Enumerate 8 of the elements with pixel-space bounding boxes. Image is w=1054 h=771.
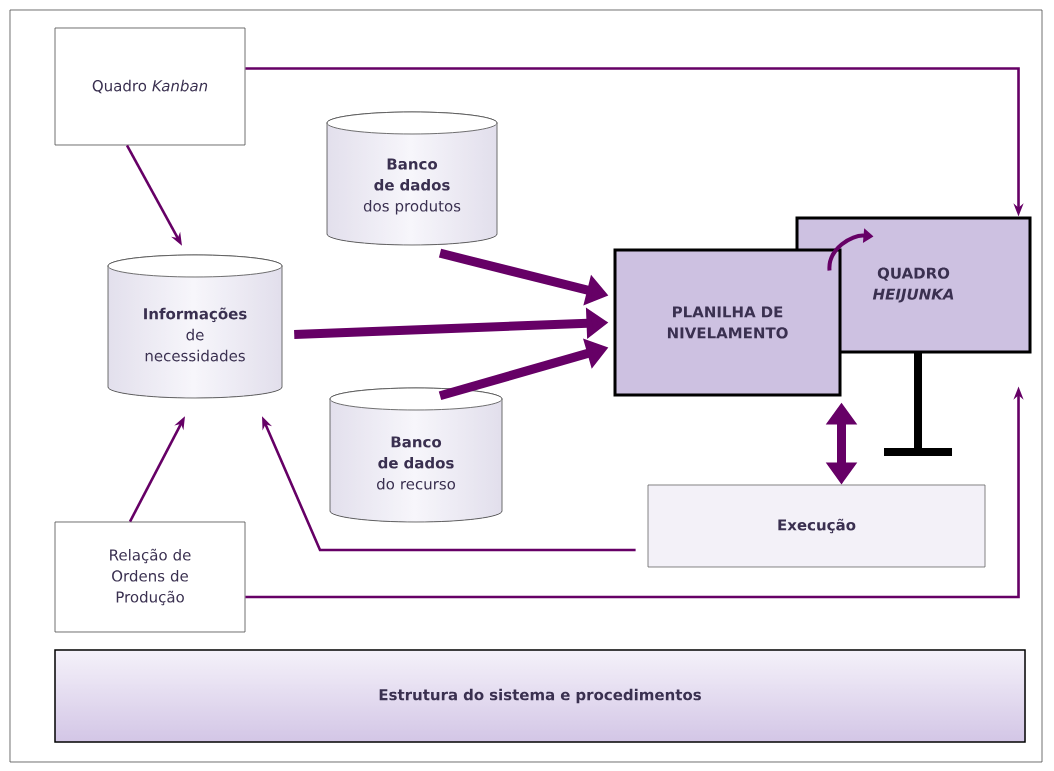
database-cylinder: Banco de dados do recurso <box>329 387 503 523</box>
process-box: Execução <box>647 484 986 568</box>
database-cylinder: Banco de dados dos produtos <box>326 111 498 246</box>
system-band: Estrutura do sistema e procedimentos <box>54 649 1026 743</box>
process-box: Quadro Kanban <box>54 27 246 146</box>
database-cylinder: Informações de necessidades <box>107 254 283 399</box>
process-box: PLANILHA DE NIVELAMENTO <box>613 248 842 397</box>
process-box: Relação de Ordens de Produção <box>54 521 246 633</box>
